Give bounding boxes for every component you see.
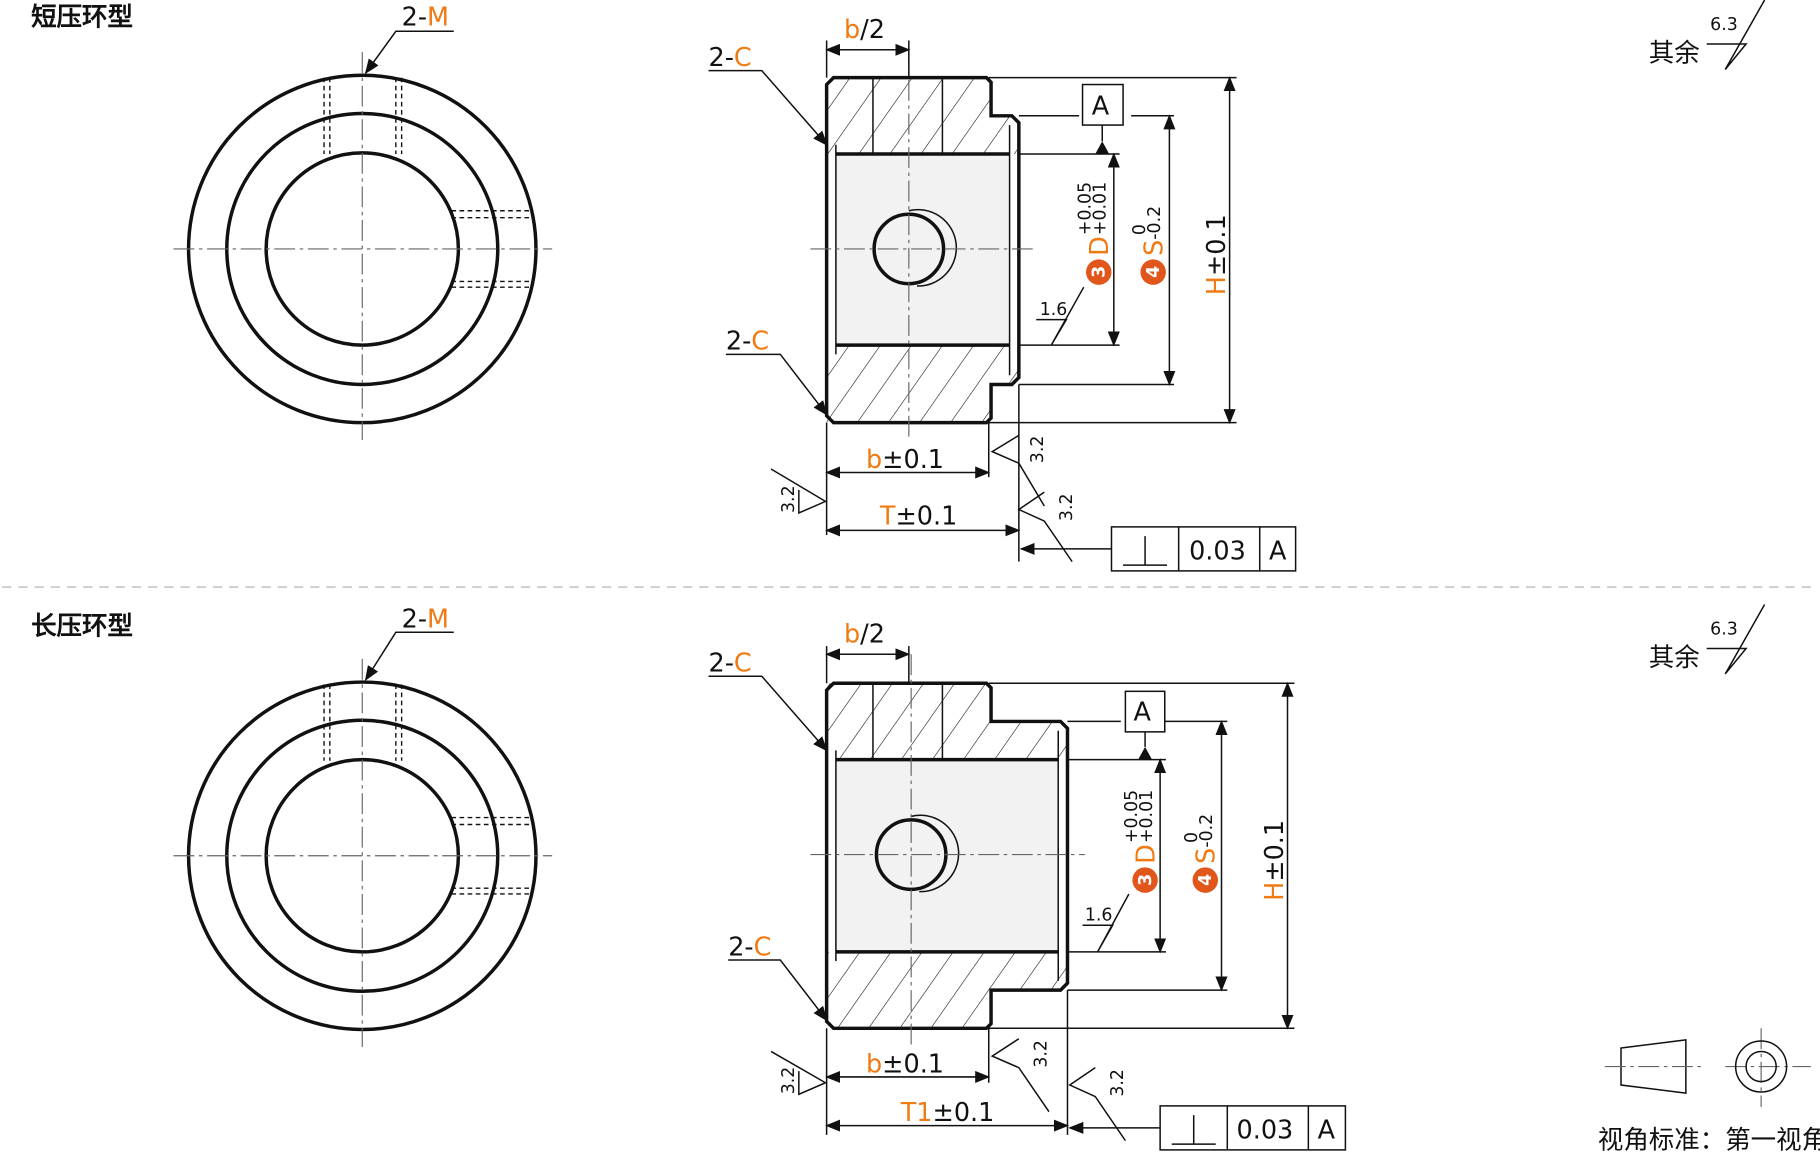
svg-text:D: D bbox=[1085, 236, 1115, 256]
svg-text:0: 0 bbox=[1182, 832, 1202, 843]
ring-section-view: b/2 2-C 2-C A 3 D +0.05 +0.01 4 S 0 -0.2… bbox=[709, 620, 1347, 1151]
svg-text:6.3: 6.3 bbox=[1710, 15, 1738, 35]
rest-roughness: 其余 6.3 bbox=[1649, 604, 1766, 675]
hidden-holes bbox=[323, 77, 533, 288]
b-label: b±0.1 bbox=[866, 1049, 944, 1079]
svg-text:A: A bbox=[1318, 1115, 1336, 1145]
section-outline bbox=[824, 75, 1021, 425]
roughness-1-6-value: 1.6 bbox=[1040, 300, 1068, 320]
c-label-bottom: 2-C bbox=[728, 932, 771, 962]
s-label: 4 S 0 -0.2 bbox=[1182, 814, 1222, 893]
long-type-title: 长压环型 bbox=[31, 612, 133, 642]
svg-text:其余: 其余 bbox=[1649, 643, 1700, 673]
d-label: 3 D +0.05 +0.01 bbox=[1122, 790, 1161, 893]
svg-text:S: S bbox=[1192, 848, 1222, 864]
centerlines bbox=[810, 46, 1036, 441]
svg-text:0.03: 0.03 bbox=[1237, 1115, 1294, 1145]
svg-text:-0.2: -0.2 bbox=[1197, 814, 1217, 848]
roughness-3-2-value: 3.2 bbox=[779, 485, 799, 513]
h-label: H±0.1 bbox=[1202, 214, 1232, 295]
svg-text:6.3: 6.3 bbox=[1710, 620, 1738, 640]
svg-text:+0.05: +0.05 bbox=[1076, 182, 1096, 235]
mask bbox=[991, 77, 1026, 116]
datum-a-label: A bbox=[1092, 92, 1110, 122]
long-type-drawing: 长压环型 2-M b/2 2-C 2-C A 3 D +0.05 +0.01 4… bbox=[31, 604, 1766, 1151]
c-label-bottom: 2-C bbox=[726, 327, 769, 357]
roughness-3-2-value: 3.2 bbox=[1108, 1069, 1128, 1097]
svg-text:+0.01: +0.01 bbox=[1137, 790, 1157, 843]
svg-text:4: 4 bbox=[1196, 874, 1216, 886]
d-label: 3 D +0.05 +0.01 bbox=[1076, 182, 1115, 285]
svg-text:D: D bbox=[1131, 844, 1161, 864]
svg-text:+0.01: +0.01 bbox=[1091, 182, 1111, 235]
svg-text:3: 3 bbox=[1090, 266, 1110, 278]
roughness-3-2 bbox=[990, 434, 1045, 507]
perpendicularity-frame: 0.03 A bbox=[1110, 526, 1297, 572]
roughness-1-6-value: 1.6 bbox=[1085, 906, 1113, 926]
half-b-label: b/2 bbox=[844, 620, 885, 650]
svg-text:+0.05: +0.05 bbox=[1122, 790, 1142, 843]
roughness-3-2-value: 3.2 bbox=[1028, 436, 1048, 464]
svg-text:0.03: 0.03 bbox=[1189, 536, 1246, 566]
svg-text:S: S bbox=[1139, 240, 1169, 256]
hatch-bottom bbox=[826, 345, 1019, 423]
ring-front-view: 2-M bbox=[173, 605, 553, 1047]
bore-face bbox=[835, 154, 1010, 346]
svg-text:3: 3 bbox=[1136, 874, 1156, 886]
roughness-3-2-value: 3.2 bbox=[779, 1067, 799, 1095]
perpendicularity-frame: 0.03 A bbox=[1159, 1105, 1347, 1151]
ring-section-view: b/2 2-C 2-C A 3 D +0.05 +0.01 4 S 0 -0.2… bbox=[709, 15, 1297, 572]
m-leader bbox=[364, 30, 454, 75]
roughness-3-2 bbox=[1017, 491, 1073, 563]
first-angle-projection-symbol: 视角标准：第一视角 bbox=[1598, 1028, 1820, 1156]
t1-label: T1±0.1 bbox=[900, 1098, 995, 1128]
rest-roughness: 其余 6.3 bbox=[1649, 0, 1766, 70]
svg-text:4: 4 bbox=[1144, 266, 1164, 278]
b-label: b±0.1 bbox=[866, 445, 944, 475]
t-label: T±0.1 bbox=[879, 502, 957, 532]
projection-label: 视角标准：第一视角 bbox=[1598, 1126, 1820, 1156]
h-label: H±0.1 bbox=[1260, 820, 1290, 901]
bore-edges bbox=[835, 152, 1010, 347]
short-type-drawing: 短压环型 2-M b/2 2-C 2-C A 3 D +0.05 +0.01 4… bbox=[31, 0, 1766, 572]
m-label: 2-M bbox=[402, 605, 449, 635]
centerlines bbox=[173, 52, 553, 441]
svg-text:0: 0 bbox=[1130, 224, 1150, 235]
c-label-top: 2-C bbox=[709, 649, 752, 679]
roughness-3-2 bbox=[770, 468, 828, 515]
s-label: 4 S 0 -0.2 bbox=[1130, 206, 1169, 285]
section-outline bbox=[824, 681, 1070, 1031]
mask bbox=[991, 384, 1026, 423]
c-label-top: 2-C bbox=[709, 43, 752, 73]
datum-a-label: A bbox=[1133, 697, 1151, 727]
m-label: 2-M bbox=[402, 2, 449, 32]
thread-arc bbox=[908, 208, 958, 287]
short-type-title: 短压环型 bbox=[31, 2, 133, 32]
svg-text:A: A bbox=[1269, 536, 1287, 566]
ring-front-view: 2-M bbox=[173, 2, 553, 441]
half-b-label: b/2 bbox=[844, 15, 885, 45]
roughness-3-2-value: 3.2 bbox=[1057, 493, 1077, 521]
hatch-top bbox=[826, 77, 1019, 155]
roughness-1-6 bbox=[1036, 286, 1085, 346]
svg-text:-0.2: -0.2 bbox=[1145, 206, 1165, 240]
roughness-3-2-value: 3.2 bbox=[1032, 1040, 1052, 1068]
svg-text:其余: 其余 bbox=[1649, 38, 1700, 68]
